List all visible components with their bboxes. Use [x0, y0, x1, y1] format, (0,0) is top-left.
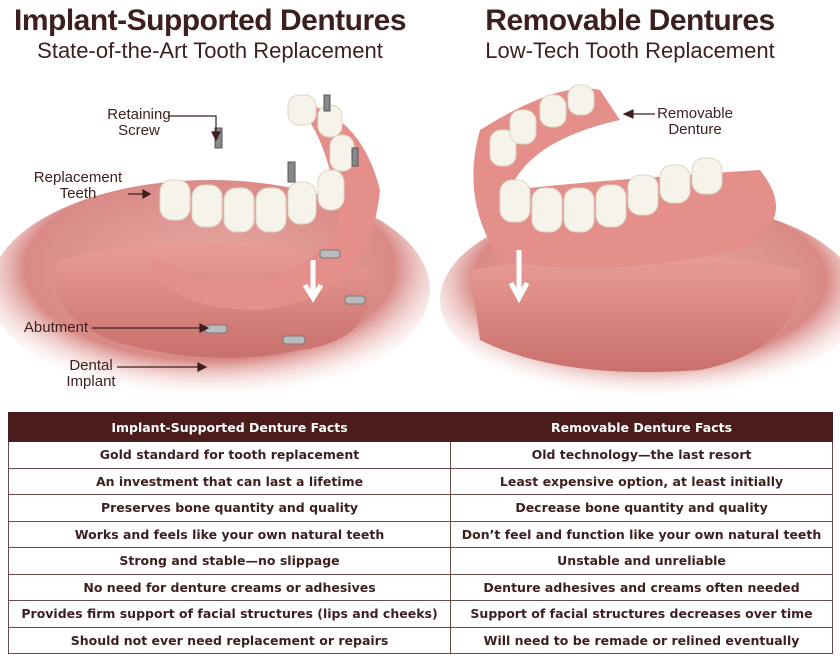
table-row: Provides firm support of facial structur…: [7, 600, 833, 628]
implant-fact: Provides firm support of facial structur…: [7, 600, 452, 628]
implant-fact: No need for denture creams or adhesives: [7, 573, 452, 601]
left-title: Implant-Supported Dentures: [13, 4, 407, 37]
table-row: Works and feels like your own natural te…: [7, 520, 833, 548]
removable-fact: Don’t feel and function like your own na…: [450, 520, 833, 548]
removable-fact: Denture adhesives and creams often neede…: [450, 573, 833, 601]
right-subtitle: Low-Tech Tooth Replacement: [485, 38, 775, 63]
label-replacement-teeth: Replacement Teeth: [33, 169, 123, 202]
removable-fact: Will need to be remade or relined eventu…: [450, 626, 833, 654]
label-retaining-screw: Retaining Screw: [107, 106, 171, 139]
removable-jaw: [440, 84, 840, 400]
label-abutment: Abutment: [23, 319, 89, 336]
removable-fact: Support of facial structures decreases o…: [450, 600, 833, 628]
implant-fact: Should not ever need replacement or repa…: [7, 626, 452, 654]
denture-illustration: [0, 84, 840, 400]
left-heading: Implant-Supported Dentures State-of-the-…: [0, 4, 420, 64]
header-implant-facts: Implant-Supported Denture Facts: [7, 412, 452, 442]
removable-fact: Least expensive option, at least initial…: [450, 467, 833, 495]
implant-fact: Works and feels like your own natural te…: [7, 520, 452, 548]
implant-fact: Strong and stable—no slippage: [7, 547, 452, 575]
left-subtitle: State-of-the-Art Tooth Replacement: [37, 38, 383, 63]
implant-fact: Gold standard for tooth replacement: [7, 441, 452, 469]
implant-fact: An investment that can last a lifetime: [7, 467, 452, 495]
right-heading: Removable Dentures Low-Tech Tooth Replac…: [420, 4, 840, 64]
removable-fact: Decrease bone quantity and quality: [450, 494, 833, 522]
removable-fact: Unstable and unreliable: [450, 547, 833, 575]
pointer-lines: [92, 109, 655, 372]
label-removable-denture: Removable Denture: [657, 105, 733, 138]
removable-fact: Old technology—the last resort: [450, 441, 833, 469]
facts-table: Implant-Supported Denture Facts Removabl…: [7, 412, 833, 654]
right-title: Removable Dentures: [485, 4, 775, 37]
implant-fact: Preserves bone quantity and quality: [7, 494, 452, 522]
label-dental-implant: Dental Implant: [66, 357, 116, 390]
implant-jaw: [0, 94, 430, 400]
header-removable-facts: Removable Denture Facts: [450, 412, 833, 442]
table-row: Should not ever need replacement or repa…: [7, 626, 833, 654]
